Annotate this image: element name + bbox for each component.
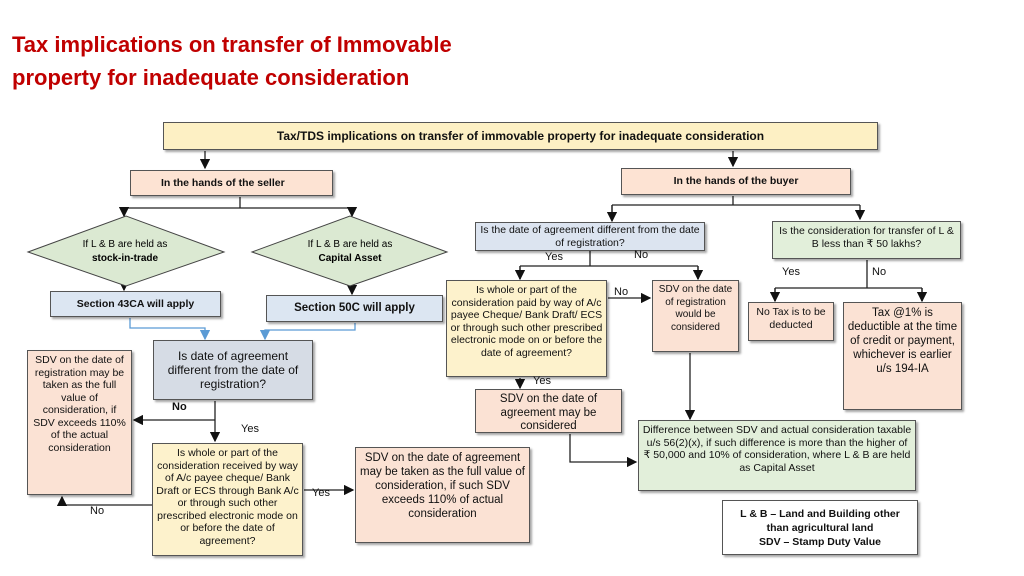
buyer-sdv-agreement-box: SDV on the date of agreement may be cons… [475,389,622,433]
buyer-sdv-registration-box: SDV on the date of registration would be… [652,280,739,352]
tax-1-percent-box: Tax @1% is deductible at the time of cre… [843,302,962,410]
diamond-capital-asset [250,215,449,287]
slide-title-line1: Tax implications on transfer of Immovabl… [12,32,452,57]
diamond-text-bold: stock-in-trade [91,253,159,264]
label-yes: Yes [312,487,330,499]
buyer-date-question: Is the date of agreement different from … [475,222,705,251]
seller-sdv-registration-box: SDV on the date of registration may be t… [27,350,132,495]
section-43ca-box: Section 43CA will apply [50,291,221,317]
header-box: Tax/TDS implications on transfer of immo… [163,122,878,150]
label-no: No [90,505,105,517]
difference-taxable-box: Difference between SDV and actual consid… [638,420,916,491]
seller-payment-question: Is whole or part of the consideration re… [152,443,303,556]
label-no: No [634,249,649,261]
label-yes: Yes [533,375,551,387]
seller-box: In the hands of the seller [130,170,333,196]
label-yes: Yes [782,266,800,278]
label-yes: Yes [545,251,563,263]
consideration-50-lakhs-question: Is the consideration for transfer of L &… [772,221,961,259]
label-no: No [614,286,629,298]
legend-sdv: SDV – Stamp Duty Value [759,535,881,548]
label-no: No [172,401,187,413]
buyer-box: In the hands of the buyer [621,168,851,195]
legend-lb: L & B – Land and Building other than agr… [740,507,900,534]
diamond-text: If L & B are held as [82,239,168,250]
label-yes: Yes [241,423,259,435]
legend-box: L & B – Land and Building other than agr… [722,500,918,555]
diamond-stock-label: If L & B are held as stock-in-trade [60,238,190,266]
diamond-text-bold: Capital Asset [318,253,382,264]
buyer-payment-question: Is whole or part of the consideration pa… [446,280,607,377]
seller-sdv-agreement-box: SDV on the date of agreement may be take… [355,447,530,543]
slide-title-line2: property for inadequate consideration [12,65,410,90]
diamond-text: If L & B are held as [307,239,393,250]
seller-date-question: Is date of agreement different from the … [153,340,313,400]
label-no: No [872,266,887,278]
no-tax-box: No Tax is to be deducted [748,302,834,341]
diamond-capital-label: If L & B are held as Capital Asset [285,238,415,266]
diamond-stock-in-trade [26,215,226,287]
section-50c-box: Section 50C will apply [266,295,443,322]
